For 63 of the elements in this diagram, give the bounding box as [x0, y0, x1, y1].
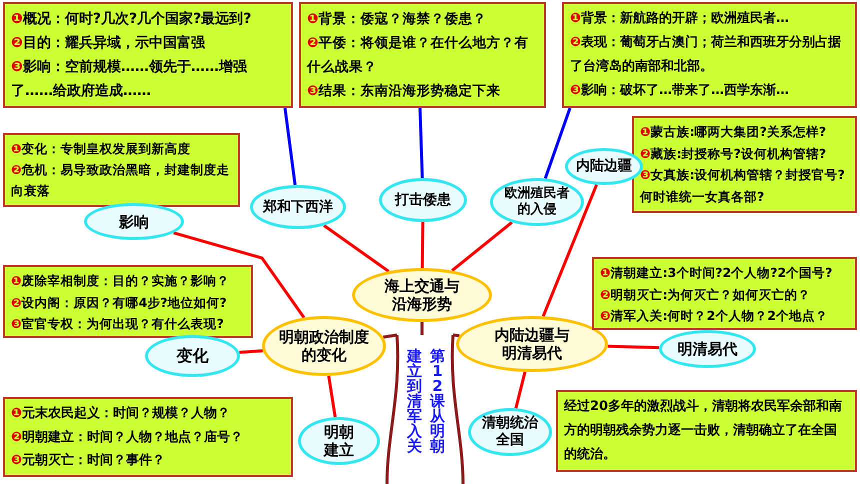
connector-line — [382, 334, 398, 339]
note-text: ❶废除宰相制度：目的？实施？影响？ — [11, 272, 231, 290]
topic-label: 清朝统治全国 — [481, 415, 539, 449]
note-text: ❸影响：空前规模……领先于……增强了……给政府造成…… — [11, 58, 248, 101]
note-text: ❸结果：东南沿海形势稳定下来 — [307, 82, 502, 101]
note-text: ❷目的：耀兵异域，示中国富强 — [11, 34, 206, 53]
note-box — [3, 265, 253, 338]
topic-label: 打击倭患 — [395, 192, 451, 208]
note-box — [3, 2, 293, 108]
connector-line — [418, 108, 424, 178]
topic-label: 变化 — [176, 346, 208, 366]
note-text: ❶蒙古族:哪两大集团?关系怎样? — [640, 123, 828, 141]
connector-line — [452, 334, 460, 338]
note-text: ❶概况：何时?几次?几个国家?最远到? — [11, 10, 252, 29]
subtopic-ellipse — [84, 203, 184, 240]
connector-line — [239, 349, 263, 354]
note-text: ❷明朝建立：时间？人物？地点？庙号？ — [11, 428, 244, 446]
topic-label: 郑和下西洋 — [263, 198, 333, 216]
note-text: ❷藏族:封授称号?设何机构管辖? — [640, 144, 828, 162]
note-text: ❸宦官专权：为何出现？有什么表现? — [11, 315, 225, 333]
topic-label: 内陆边疆与明清易代 — [494, 326, 570, 362]
note-text: ❷设内阁：原因？有哪4步?地位如何? — [11, 294, 228, 312]
connector-line — [420, 322, 424, 335]
connector-line — [542, 184, 598, 317]
connector-line — [173, 231, 306, 318]
note-text: ❸元朝灭亡：时间？事件？ — [11, 452, 166, 470]
connector-line — [327, 376, 337, 418]
note-text: 经过20多年的激烈战斗，清朝将农民军余部和南方的明朝残余势力逐一击败，清朝确立了在全国的统治。 — [564, 398, 844, 464]
topic-label: 海上交通与沿海形势 — [384, 277, 460, 313]
note-text: ❷平倭：将领是谁？在什么地方？有什么战果？ — [307, 34, 530, 77]
note-text: ❸清军入关:何时？2个人物？2个地点？ — [600, 307, 829, 325]
topic-label: 明清易代 — [678, 340, 738, 358]
note-box — [3, 397, 293, 477]
topic-label: 明朝政治制度的变化 — [278, 328, 370, 364]
note-text: ❷表现：葡萄牙占澳门；荷兰和西班牙分别占据了台湾岛的南部和北部。 — [570, 34, 842, 76]
lesson-title: 第12课从明朝建立到清军入关 — [407, 349, 445, 454]
note-text: ❸影响：破坏了…带来了…西学东渐… — [570, 82, 790, 100]
connector-line — [284, 108, 297, 186]
topic-label: 明朝建立 — [323, 423, 355, 459]
note-text: ❷明朝灭亡:为何灭亡？如何灭亡的？ — [600, 286, 812, 304]
connector-line — [608, 344, 660, 350]
note-text: ❶元末农民起义：时间？规模？人物？ — [11, 404, 232, 423]
topic-label: 影响 — [119, 212, 149, 230]
connector-line — [323, 224, 390, 273]
connector-line — [514, 372, 526, 409]
connector-line — [420, 222, 424, 268]
note-box — [556, 390, 857, 472]
note-text: ❶清朝建立:3个时间?2个人物?2个国号? — [600, 264, 834, 282]
note-box — [562, 2, 857, 108]
subtopic-ellipse — [490, 178, 584, 226]
note-box — [299, 2, 546, 108]
topic-label: 内陆边疆 — [576, 158, 632, 175]
note-box — [632, 116, 857, 213]
note-text: ❶变化：专制皇权发展到新高度 — [11, 140, 192, 158]
note-box — [592, 257, 857, 330]
connector-line — [544, 108, 572, 179]
note-text: ❶背景：倭寇？海禁？倭患？ — [307, 10, 488, 29]
connector-line — [451, 221, 513, 272]
note-text: ❸女真族:设何机构管辖？封授官号?何时谁统一女真各部? — [640, 166, 846, 206]
note-text: ❷危机：易导致政治黑暗，封建制度走向衰落 — [11, 161, 231, 200]
note-text: ❶背景：新航路的开辟；欧洲殖民者… — [570, 10, 790, 28]
topic-label: 欧洲殖民者的入侵 — [504, 186, 570, 218]
note-box — [3, 133, 240, 207]
